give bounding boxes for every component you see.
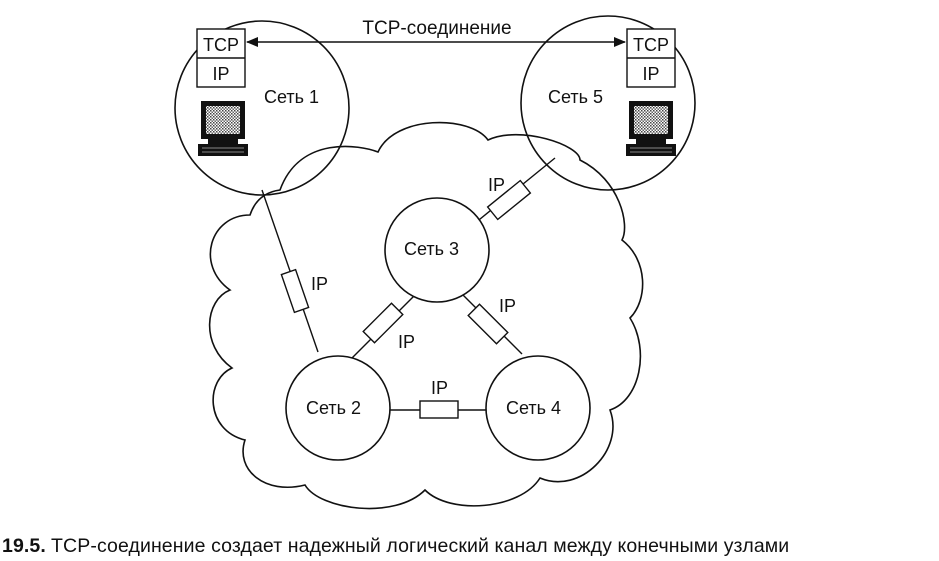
figure-number: 19.5. — [2, 535, 46, 557]
network-1-label: Сеть 1 — [264, 87, 319, 107]
router-label-n3-n4: IP — [499, 296, 516, 316]
internetwork-cloud — [208, 121, 644, 510]
router-label-n3-n2: IP — [398, 332, 415, 352]
router-n2-n4 — [419, 400, 459, 419]
router-label-n3-n5: IP — [488, 175, 505, 195]
router-n1-n2 — [280, 268, 310, 314]
host-1-ip-layer: IP — [212, 64, 229, 84]
router-n3-n4 — [467, 303, 509, 345]
router-n3-n2 — [362, 302, 404, 344]
network-3-label: Сеть 3 — [404, 239, 459, 259]
router-label-n2-n4: IP — [431, 378, 448, 398]
network-5-circle — [520, 15, 696, 191]
router-label-n1-n2: IP — [311, 274, 328, 294]
host-5-computer-icon — [626, 101, 676, 156]
figure-caption: 19.5. TCP-соединение создает надежный ло… — [2, 535, 789, 558]
router-n3-n5 — [486, 179, 532, 221]
network-2-circle — [285, 355, 391, 461]
network-3-circle — [384, 197, 490, 303]
figure-caption-text: TCP-соединение создает надежный логическ… — [51, 535, 790, 557]
host-5-ip-layer: IP — [642, 64, 659, 84]
network-2-label: Сеть 2 — [306, 398, 361, 418]
host-5-protocol-stack: TCP IP — [626, 28, 676, 88]
network-4-circle — [485, 355, 591, 461]
host-1-protocol-stack: TCP IP — [196, 28, 246, 88]
host-1-computer-icon — [198, 101, 248, 156]
network-4-label: Сеть 4 — [506, 398, 561, 418]
host-5-tcp-layer: TCP — [633, 35, 669, 55]
network-5-label: Сеть 5 — [548, 87, 603, 107]
host-1-tcp-layer: TCP — [203, 35, 239, 55]
tcp-connection-label: TCP-соединение — [362, 18, 511, 39]
network-1-circle — [174, 20, 350, 196]
